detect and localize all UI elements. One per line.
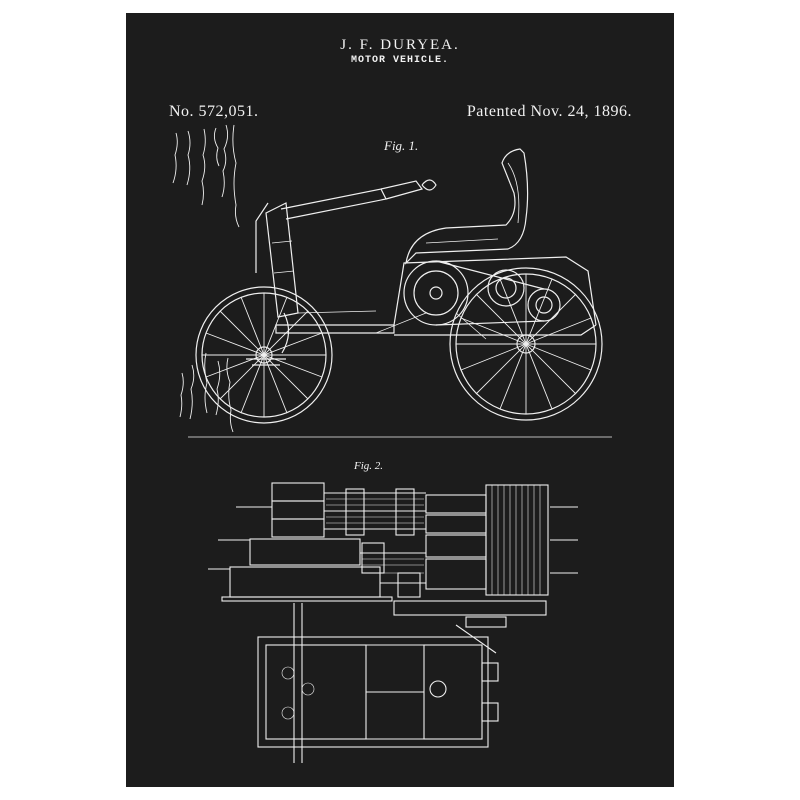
patent-date: Patented Nov. 24, 1896. [466, 103, 632, 120]
patent-poster: J. F. DURYEA. MOTOR VEHICLE. No. 572,051… [126, 13, 674, 787]
figure-1-label: Fig. 1. [384, 138, 419, 153]
signatures-drawing [172, 124, 240, 433]
inventor-name: J. F. DURYEA. [340, 37, 460, 53]
patent-subject: MOTOR VEHICLE. [350, 55, 449, 66]
figure-2-label: Fig. 2. [354, 460, 384, 472]
figure-1-drawing [188, 148, 612, 438]
patent-number: No. 572,051. [169, 103, 259, 120]
figure-2-drawing [208, 482, 578, 763]
